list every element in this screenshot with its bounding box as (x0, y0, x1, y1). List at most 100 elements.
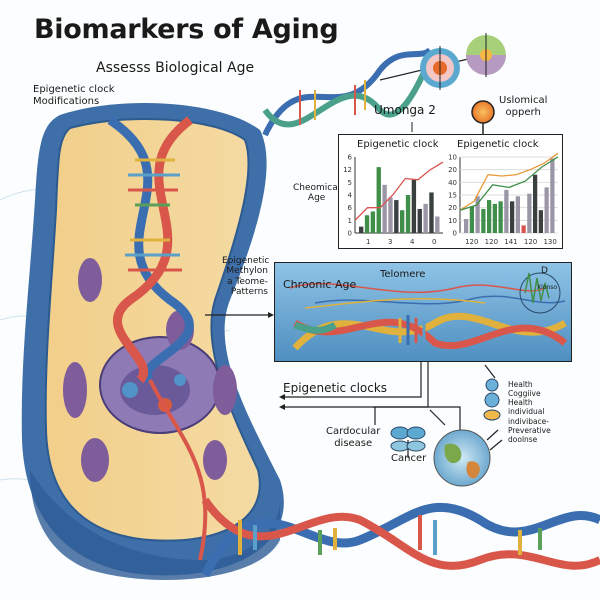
bar (400, 210, 405, 233)
d-label: D (541, 266, 548, 276)
clock-icons (379, 33, 506, 90)
x-tick-label: 4 (410, 238, 415, 246)
label-line: Cheomical (293, 183, 341, 193)
health-list: Health Coggiive Health individual indivi… (508, 380, 551, 444)
page-title: Biomarkers of Aging (34, 14, 339, 45)
health-list-item: Health (508, 380, 533, 389)
health-icons (483, 378, 501, 421)
globe-icon (433, 429, 491, 487)
umonga-label: Umonga 2 (374, 103, 436, 117)
y-tick-label: 20 (448, 166, 457, 174)
label-line: Age (307, 193, 326, 204)
label-line: Methylon (226, 266, 268, 277)
y-tick-label: 10 (448, 154, 457, 162)
y-tick-label: 20 (448, 204, 457, 212)
y-tick-label: 15 (448, 192, 457, 200)
y-tick-label: 10 (448, 217, 457, 225)
health-list-item: Health (508, 398, 533, 408)
y-tick-label: 0 (348, 230, 352, 238)
bar (376, 167, 381, 233)
health-list-item: Coggiive (508, 389, 541, 399)
bar (394, 200, 399, 233)
label-line: disease (334, 437, 373, 449)
bar (533, 174, 538, 233)
bar (388, 197, 393, 233)
bar (435, 216, 440, 233)
bar (515, 196, 520, 233)
bar (510, 201, 515, 233)
bar (481, 208, 486, 233)
bar (550, 158, 555, 233)
dna-bottom (201, 497, 600, 578)
x-tick-label: 3 (388, 238, 392, 246)
bar (492, 203, 497, 233)
page-subtitle: Assesss Biological Age (96, 60, 255, 76)
label-line: opperh (505, 106, 541, 118)
telomere-label: Telomere (380, 269, 426, 280)
trend-line (459, 152, 559, 211)
x-tick-label: 1 (366, 238, 370, 246)
bar (429, 192, 434, 233)
cardiovascular-disease-label: Cardocular disease (326, 426, 380, 449)
bar (359, 226, 364, 233)
label-line: a Teome- (227, 276, 268, 287)
dna-top (262, 47, 433, 137)
orange-orb (471, 100, 495, 124)
y-tick-label: 5 (348, 179, 352, 187)
uslomical-label: Uslomical opperh (499, 95, 547, 118)
y-tick-label: 1 (348, 217, 352, 225)
cheomical-age-label: Cheomical Age (293, 183, 340, 204)
epigenetic-clocks-label: Epigenetic clocks (283, 381, 388, 395)
x-tick-label: 0 (432, 238, 436, 246)
bar (521, 225, 526, 233)
xlonso-label: Xlonso (537, 284, 558, 291)
health-list-item: Preverative (508, 425, 551, 435)
trend-line (459, 156, 559, 211)
y-tick-label: 4 (348, 192, 353, 200)
telomere-panel: Chroonic Age Telomere (274, 262, 572, 362)
y-tick-label: 6 (348, 204, 353, 212)
bar (382, 184, 387, 233)
x-tick-label: 120 (465, 238, 478, 246)
bar (504, 189, 509, 233)
bar (498, 201, 503, 233)
bar (469, 206, 474, 233)
cancer-label: Cancer (391, 453, 427, 464)
x-tick-label: 120 (485, 238, 498, 246)
chronic-age-label: Chroonic Age (283, 278, 357, 291)
bar (411, 179, 417, 233)
bar (423, 203, 428, 233)
bar (527, 193, 532, 233)
trend-line (354, 161, 444, 221)
y-tick-label: 0 (453, 230, 457, 238)
bar (364, 215, 370, 233)
chart-title-right: Epigenetic clock (457, 139, 539, 150)
label-line: Patterns (230, 287, 268, 298)
label-line: Cardocular (326, 426, 381, 437)
bar (370, 211, 376, 233)
label-line: Uslomical (499, 95, 548, 106)
cancer-icons (390, 426, 426, 452)
bar (544, 187, 549, 233)
chart-title-left: Epigenetic clock (357, 139, 439, 150)
bar (464, 219, 469, 233)
y-tick-label: 6 (348, 154, 353, 162)
bar (405, 195, 411, 233)
label-line: Modifications (33, 95, 100, 107)
health-list-item: doolnse (508, 434, 538, 444)
epigenetic-clock-modifications-label: Epigenetic clock Modifications (33, 84, 115, 107)
bar (417, 208, 422, 233)
bar (475, 196, 480, 233)
bar (538, 210, 543, 233)
cell-illustration (21, 103, 284, 580)
health-list-item: individual (508, 407, 545, 417)
x-tick-label: 130 (543, 238, 556, 246)
label-line: Epigenetic (222, 256, 270, 266)
label-line: Epigenetic clock (33, 84, 115, 95)
x-tick-label: 141 (504, 238, 517, 246)
